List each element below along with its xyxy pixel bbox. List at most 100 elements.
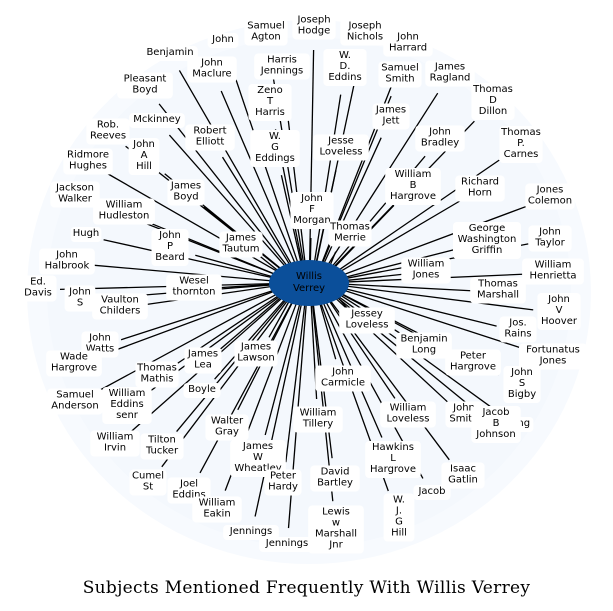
graph-node-label-line: B [410, 180, 417, 191]
graph-node-backdrop [503, 366, 541, 403]
graph-node[interactable]: Rob.Reeves [86, 118, 130, 145]
graph-node-label-line: Boyd [173, 192, 198, 203]
graph-edge [176, 295, 290, 433]
graph-node[interactable]: Jos.Rains [499, 316, 537, 343]
graph-node[interactable]: Jacob [413, 485, 451, 500]
graph-node-label-line: Dillon [479, 106, 508, 117]
graph-node-label-line: John [200, 58, 223, 69]
graph-node-label-line: Pleasant [124, 74, 167, 85]
graph-node-label-line: James [170, 181, 201, 192]
graph-node-label-line: John [88, 333, 111, 344]
graph-node[interactable]: Mckinney [129, 113, 185, 128]
graph-node[interactable]: Ed.Davis [19, 275, 57, 302]
center-node[interactable] [269, 260, 349, 306]
graph-node-label-line: Joseph [296, 15, 330, 26]
graph-node-label-line: William [106, 200, 143, 211]
graph-node-label-line: Eddins [172, 490, 205, 501]
graph-node-backdrop [470, 277, 526, 304]
graph-node-label-line: William [535, 260, 572, 271]
graph-node[interactable]: Boyle [183, 383, 221, 398]
graph-node[interactable]: John [207, 33, 239, 48]
graph-node-backdrop [234, 340, 278, 367]
graph-node[interactable]: Jennings [259, 537, 315, 552]
graph-node-label-line: A [141, 150, 148, 161]
graph-edge [195, 254, 281, 280]
graph-node-label-line: Jesse [327, 136, 354, 147]
graph-node-backdrop [166, 274, 222, 301]
center-node-group[interactable]: Willis Verrey [269, 260, 349, 306]
graph-node[interactable]: Jennings [223, 525, 279, 540]
graph-node[interactable]: W.D.Eddins [323, 49, 367, 86]
graph-node[interactable]: Benjamin [142, 46, 198, 61]
graph-node[interactable]: Hugh [70, 227, 102, 242]
graph-node-backdrop [340, 19, 390, 46]
